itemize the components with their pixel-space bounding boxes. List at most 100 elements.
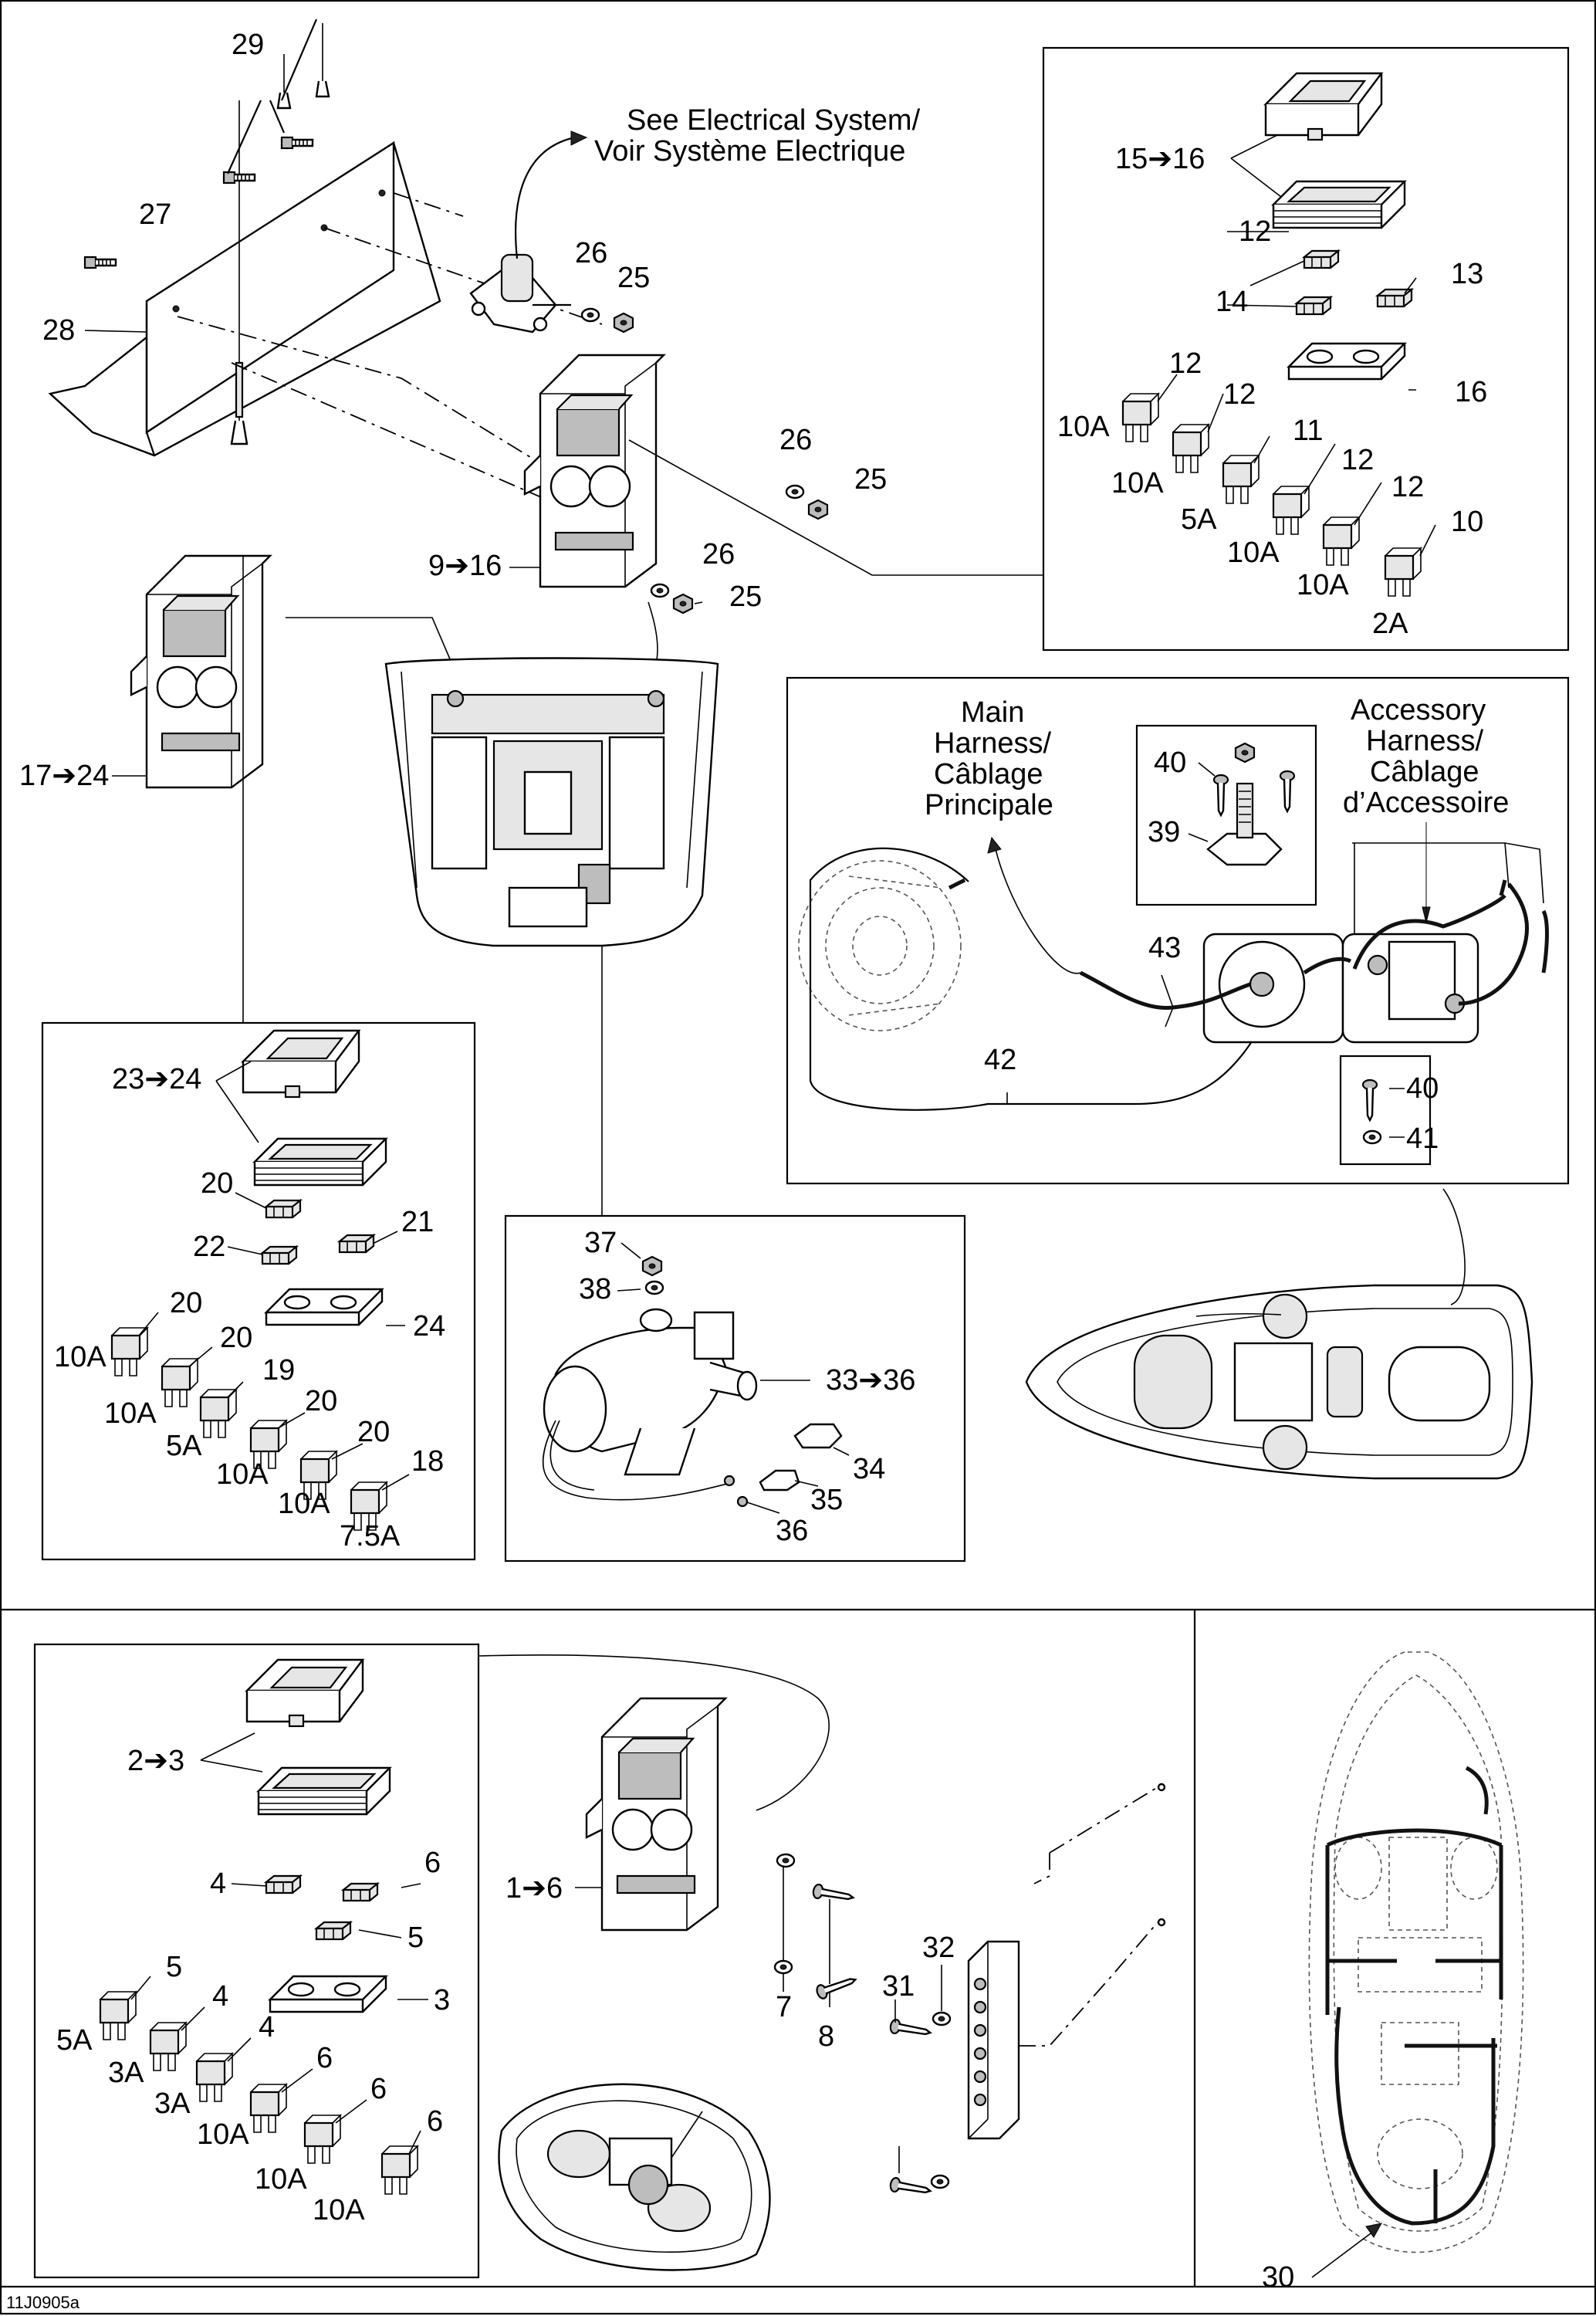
fuse-6-10A-c (380, 2145, 419, 2196)
label-20d: 20 (305, 1385, 337, 1417)
callout-acc-harness-line3: Câblage (1370, 756, 1479, 788)
label-12a: 12 (1239, 215, 1271, 248)
callout-main-harness-line1: Main (961, 696, 1024, 729)
label-20a: 20 (201, 1167, 233, 1200)
fuse-rating-2A: 2A (1372, 608, 1408, 640)
mini-fuse-14 (1295, 296, 1332, 316)
fuse-rating-10A-g: 10A (216, 1458, 269, 1491)
label-38: 38 (579, 1273, 611, 1305)
label-26c: 26 (702, 538, 735, 571)
label-21: 21 (401, 1206, 434, 1238)
screw-40b (1279, 770, 1296, 813)
label-25c: 25 (729, 581, 762, 613)
label-25a: 25 (617, 262, 650, 294)
starter-solenoid (469, 253, 571, 334)
label-4b: 4 (212, 1980, 228, 2013)
screw-washer-inset (1339, 1055, 1432, 1166)
washer-7a (776, 1853, 796, 1868)
label-20e: 20 (357, 1416, 390, 1448)
fuse-box-1-6 (585, 1697, 727, 1932)
fuse-12-10A-b (1172, 423, 1210, 474)
fuse-6-10A-a (249, 2083, 288, 2134)
fuse-rating-10A-e: 10A (54, 1341, 107, 1373)
boat-overview-top-view (1025, 1284, 1533, 1480)
fuse-rating-10A-c: 10A (1227, 537, 1280, 569)
washer-32b (930, 2174, 950, 2189)
label-31: 31 (882, 1970, 915, 2003)
mini-fuse-12 (1303, 249, 1340, 269)
label-2-3: 2➔3 (127, 1745, 184, 1777)
label-6a: 6 (424, 1847, 441, 1879)
fuse-cover-2 (245, 1658, 364, 1728)
label-39: 39 (1148, 816, 1180, 848)
cable-42 (809, 847, 1266, 1111)
label-5a: 5 (407, 1922, 424, 1954)
label-20b: 20 (170, 1287, 202, 1319)
screw-40c (1361, 1078, 1378, 1122)
callout-main-harness-line4: Principale (925, 789, 1053, 821)
label-9-16: 9➔16 (428, 550, 502, 582)
fuse-rating-5A-c: 5A (56, 2024, 93, 2057)
fuse-holder-plate-3 (269, 1975, 387, 2013)
screw-8b (814, 1972, 859, 2001)
label-6b: 6 (316, 2042, 333, 2074)
fuse-rating-10A-h: 10A (278, 1488, 330, 1520)
washer-38 (644, 1280, 664, 1295)
label-17-24: 17➔24 (19, 760, 109, 792)
washer-26b (785, 484, 805, 499)
fuse-box-9-16 (523, 354, 665, 588)
starter-motor (798, 860, 962, 1031)
harness-panel (786, 676, 1570, 1185)
fuse-box-17-24 (130, 554, 272, 789)
label-6d: 6 (427, 2105, 443, 2138)
fuse-rating-10A-i: 10A (197, 2118, 249, 2151)
label-19: 19 (262, 1354, 295, 1387)
callout-see-electrical-line1: See Electrical System/ (627, 104, 921, 137)
label-12e: 12 (1391, 471, 1424, 503)
bolt-27a (83, 256, 117, 269)
label-11: 11 (1293, 415, 1323, 447)
nut-37 (641, 1255, 663, 1277)
label-37: 37 (584, 1227, 617, 1259)
label-14: 14 (1216, 286, 1248, 318)
fuse-20-10A-b (161, 1357, 199, 1408)
boat-hull-small (498, 2083, 771, 2271)
fuse-gasket-16 (1272, 180, 1406, 229)
accessory-harness-wire (1352, 879, 1549, 1006)
label-4c: 4 (259, 2011, 275, 2043)
callout-acc-harness-line4: d’Accessoire (1343, 787, 1509, 819)
bolt-27c (280, 136, 314, 150)
washer-26c (650, 583, 670, 598)
label-1-6: 1➔6 (506, 1872, 563, 1905)
fuse-cover-23 (242, 1029, 360, 1099)
label-18: 18 (411, 1445, 444, 1478)
fuse-11-5A (1222, 454, 1260, 505)
fuse-4-3A-b (195, 2052, 234, 2103)
fuse-kit-panel-lower (33, 1643, 480, 2279)
washer-41 (1362, 1129, 1382, 1145)
fuse-gasket-24 (253, 1137, 387, 1187)
label-36: 36 (776, 1515, 808, 1547)
stud-inset (1135, 724, 1317, 906)
callout-acc-harness-line2: Harness/ (1366, 725, 1483, 757)
callout-acc-harness-line1: Accessory (1351, 694, 1486, 726)
label-26a: 26 (575, 237, 607, 269)
washer-32a (932, 2011, 952, 2026)
washer-7b (773, 1959, 793, 1975)
fuse-10-2A (1384, 547, 1422, 598)
label-32: 32 (922, 1932, 955, 1964)
terminal-strip (967, 1940, 1020, 2140)
connector-35 (759, 1469, 800, 1492)
label-13: 13 (1451, 258, 1483, 290)
label-40a: 40 (1154, 747, 1186, 779)
label-4a: 4 (210, 1867, 226, 1900)
label-24: 24 (413, 1310, 445, 1343)
mini-fuse-20 (265, 1199, 302, 1219)
label-34: 34 (853, 1453, 885, 1485)
long-bolts-29 (230, 23, 330, 445)
label-3: 3 (434, 1984, 450, 2016)
washer-26a (580, 307, 600, 323)
label-8: 8 (818, 2020, 834, 2053)
callout-main-harness-line2: Harness/ (934, 727, 1051, 760)
